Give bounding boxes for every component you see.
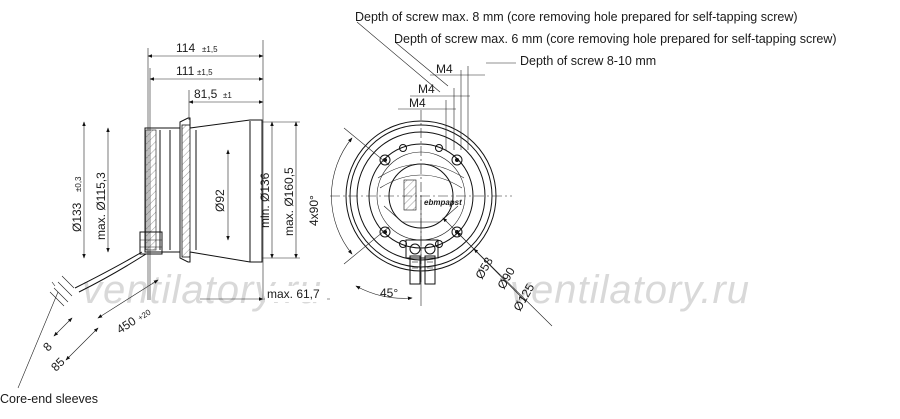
dim-81-5-tol: ±1 xyxy=(223,91,232,100)
dim-85: 85 xyxy=(48,355,68,375)
dim-8: 8 xyxy=(40,339,55,354)
brand-label: ebmpapst xyxy=(424,198,462,207)
core-end-sleeves-label: Core-end sleeves xyxy=(0,392,98,406)
dim-111: 111 xyxy=(176,64,195,78)
note-depth-8-10: Depth of screw 8-10 mm xyxy=(520,54,656,68)
dim-92: Ø92 xyxy=(213,189,227,212)
watermark-right: ventilatory.ru xyxy=(510,268,750,312)
angle-4x90: 4x90° xyxy=(307,195,321,226)
angle-45: 45° xyxy=(380,286,398,300)
dim-81-5: 81,5 xyxy=(194,87,218,101)
dim-450: 450 xyxy=(114,314,139,337)
dim-160-5: max. Ø160,5 xyxy=(282,167,296,236)
dim-136: min. Ø136 xyxy=(258,172,272,228)
dim-115-3: max. Ø115,3 xyxy=(94,172,108,240)
note-depth-6: Depth of screw max. 6 mm (core removing … xyxy=(394,32,837,46)
cable-glands xyxy=(405,239,439,285)
dim-61-7: max. 61,7 xyxy=(267,287,320,301)
side-view: 114 ±1,5 111 ±1,5 81,5 ±1 Ø133 ±0,3 max.… xyxy=(0,40,330,406)
dim-114: 114 xyxy=(176,41,195,55)
m4-label-2: M4 xyxy=(418,82,435,96)
m4-label-3: M4 xyxy=(409,96,426,110)
dim-133-tol: ±0,3 xyxy=(74,176,83,192)
dim-133: Ø133 xyxy=(70,202,84,232)
dim-114-tol: ±1,5 xyxy=(202,45,218,54)
dim-111-tol: ±1,5 xyxy=(197,68,213,77)
note-depth-8: Depth of screw max. 8 mm (core removing … xyxy=(355,10,798,24)
m4-label-1: M4 xyxy=(436,62,453,76)
